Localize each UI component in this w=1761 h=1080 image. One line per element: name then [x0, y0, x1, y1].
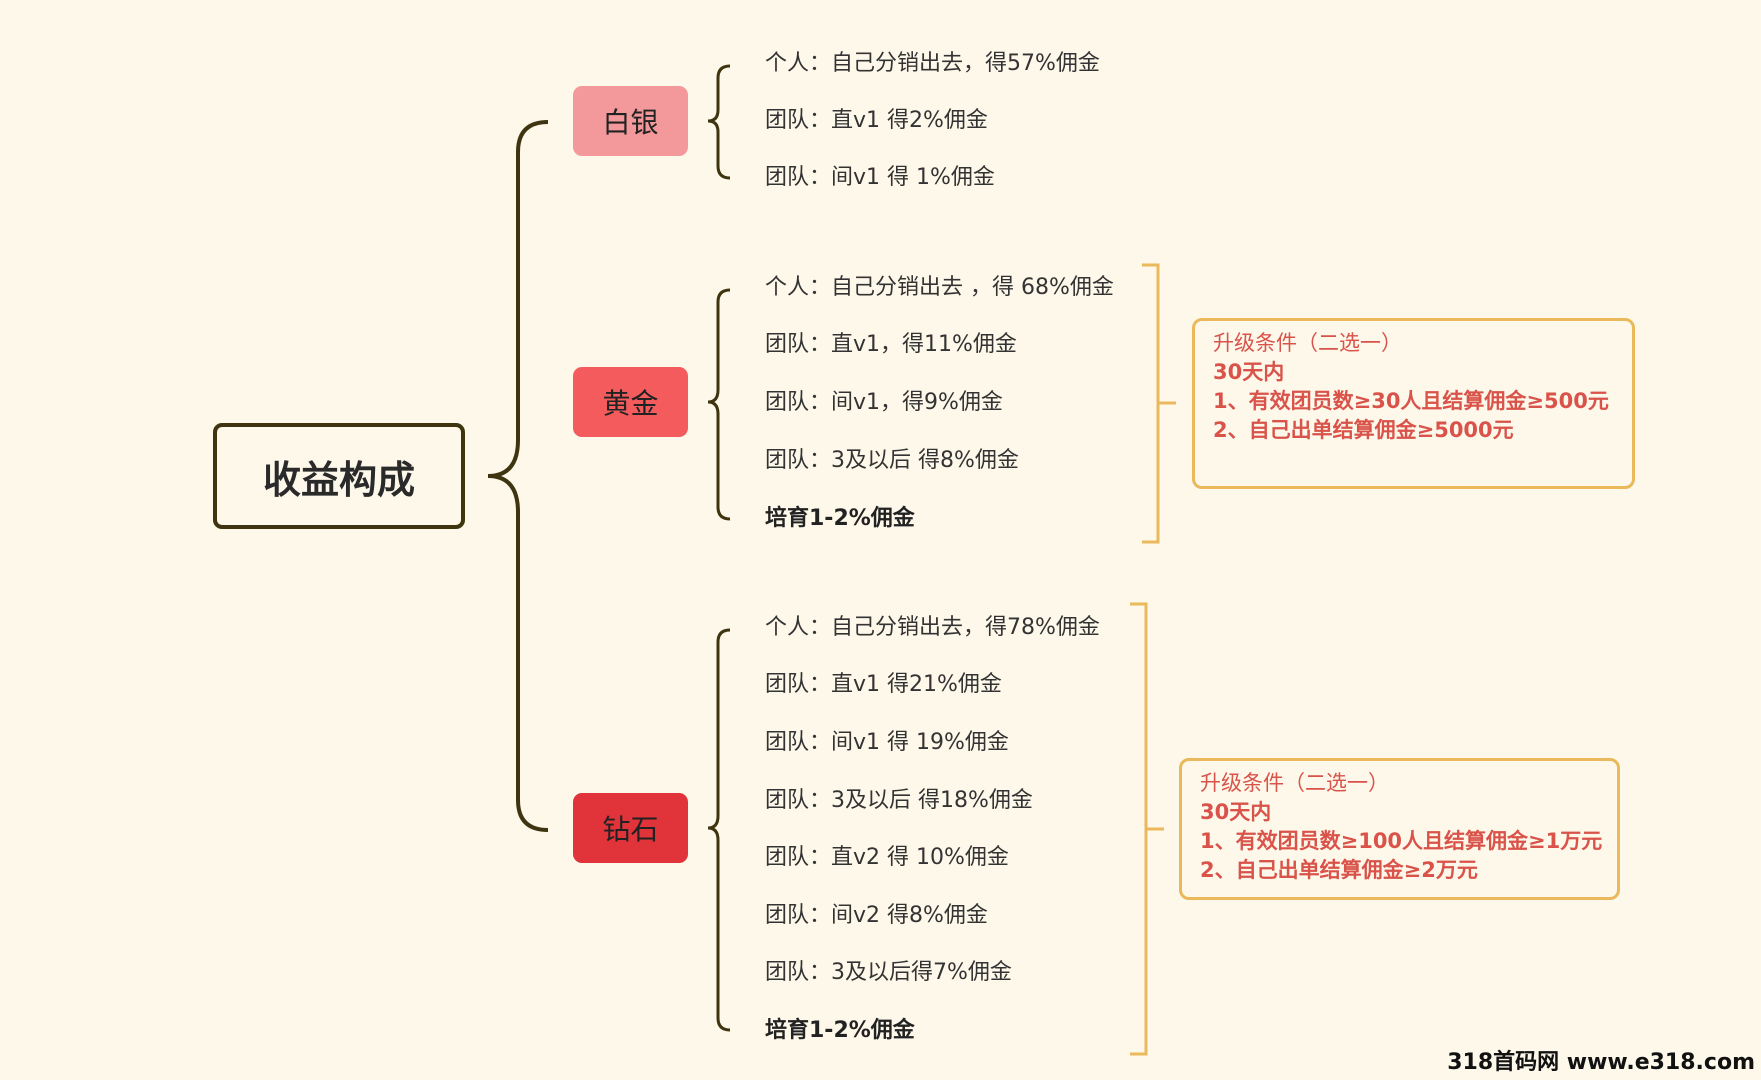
watermark: 318首码网 www.e318.com [1447, 1050, 1755, 1075]
root-brace [487, 120, 549, 832]
silver-item: 团队：直v1 得2%佣金 [765, 108, 988, 133]
tier-diamond: 钻石 [573, 793, 688, 863]
diamond-upgrade-conditions: 升级条件（二选一） 30天内 1、有效团员数≥100人且结算佣金≥1万元 2、自… [1179, 758, 1620, 900]
gold-upgrade-conditions: 升级条件（二选一） 30天内 1、有效团员数≥30人且结算佣金≥500元 2、自… [1192, 318, 1635, 489]
gold-brace [707, 288, 731, 521]
diamond-item: 个人：自己分销出去，得78%佣金 [765, 615, 1100, 640]
diamond-item: 团队：直v2 得 10%佣金 [765, 845, 1009, 870]
diamond-item: 团队：直v1 得21%佣金 [765, 672, 1002, 697]
diamond-item: 团队：间v1 得 19%佣金 [765, 730, 1009, 755]
tier-silver: 白银 [573, 86, 688, 156]
diamond-brace [707, 628, 731, 1032]
diamond-item: 团队：3及以后得7%佣金 [765, 960, 1012, 985]
condition-item: 2、自己出单结算佣金≥5000元 [1213, 418, 1514, 442]
gold-item: 团队：3及以后 得8%佣金 [765, 448, 1019, 473]
condition-period: 30天内 [1213, 360, 1285, 384]
silver-brace [707, 64, 731, 180]
root-node: 收益构成 [213, 423, 465, 529]
gold-item: 培育1-2%佣金 [765, 506, 915, 531]
diamond-condition-bracket [1130, 602, 1164, 1056]
tier-gold: 黄金 [573, 367, 688, 437]
gold-item: 团队：直v1，得11%佣金 [765, 332, 1017, 357]
diamond-item: 培育1-2%佣金 [765, 1018, 915, 1043]
silver-item: 团队：间v1 得 1%佣金 [765, 165, 995, 190]
silver-item: 个人：自己分销出去，得57%佣金 [765, 51, 1100, 76]
condition-item: 1、有效团员数≥30人且结算佣金≥500元 [1213, 389, 1609, 413]
gold-item: 个人：自己分销出去 ，得 68%佣金 [765, 275, 1114, 300]
condition-item: 1、有效团员数≥100人且结算佣金≥1万元 [1200, 829, 1603, 853]
diamond-item: 团队：3及以后 得18%佣金 [765, 788, 1033, 813]
condition-title: 升级条件（二选一） [1213, 331, 1402, 355]
condition-period: 30天内 [1200, 800, 1272, 824]
gold-item: 团队：间v1，得9%佣金 [765, 390, 1003, 415]
condition-title: 升级条件（二选一） [1200, 771, 1389, 795]
diamond-item: 团队：间v2 得8%佣金 [765, 903, 988, 928]
condition-item: 2、自己出单结算佣金≥2万元 [1200, 858, 1478, 882]
gold-condition-bracket [1142, 263, 1176, 544]
